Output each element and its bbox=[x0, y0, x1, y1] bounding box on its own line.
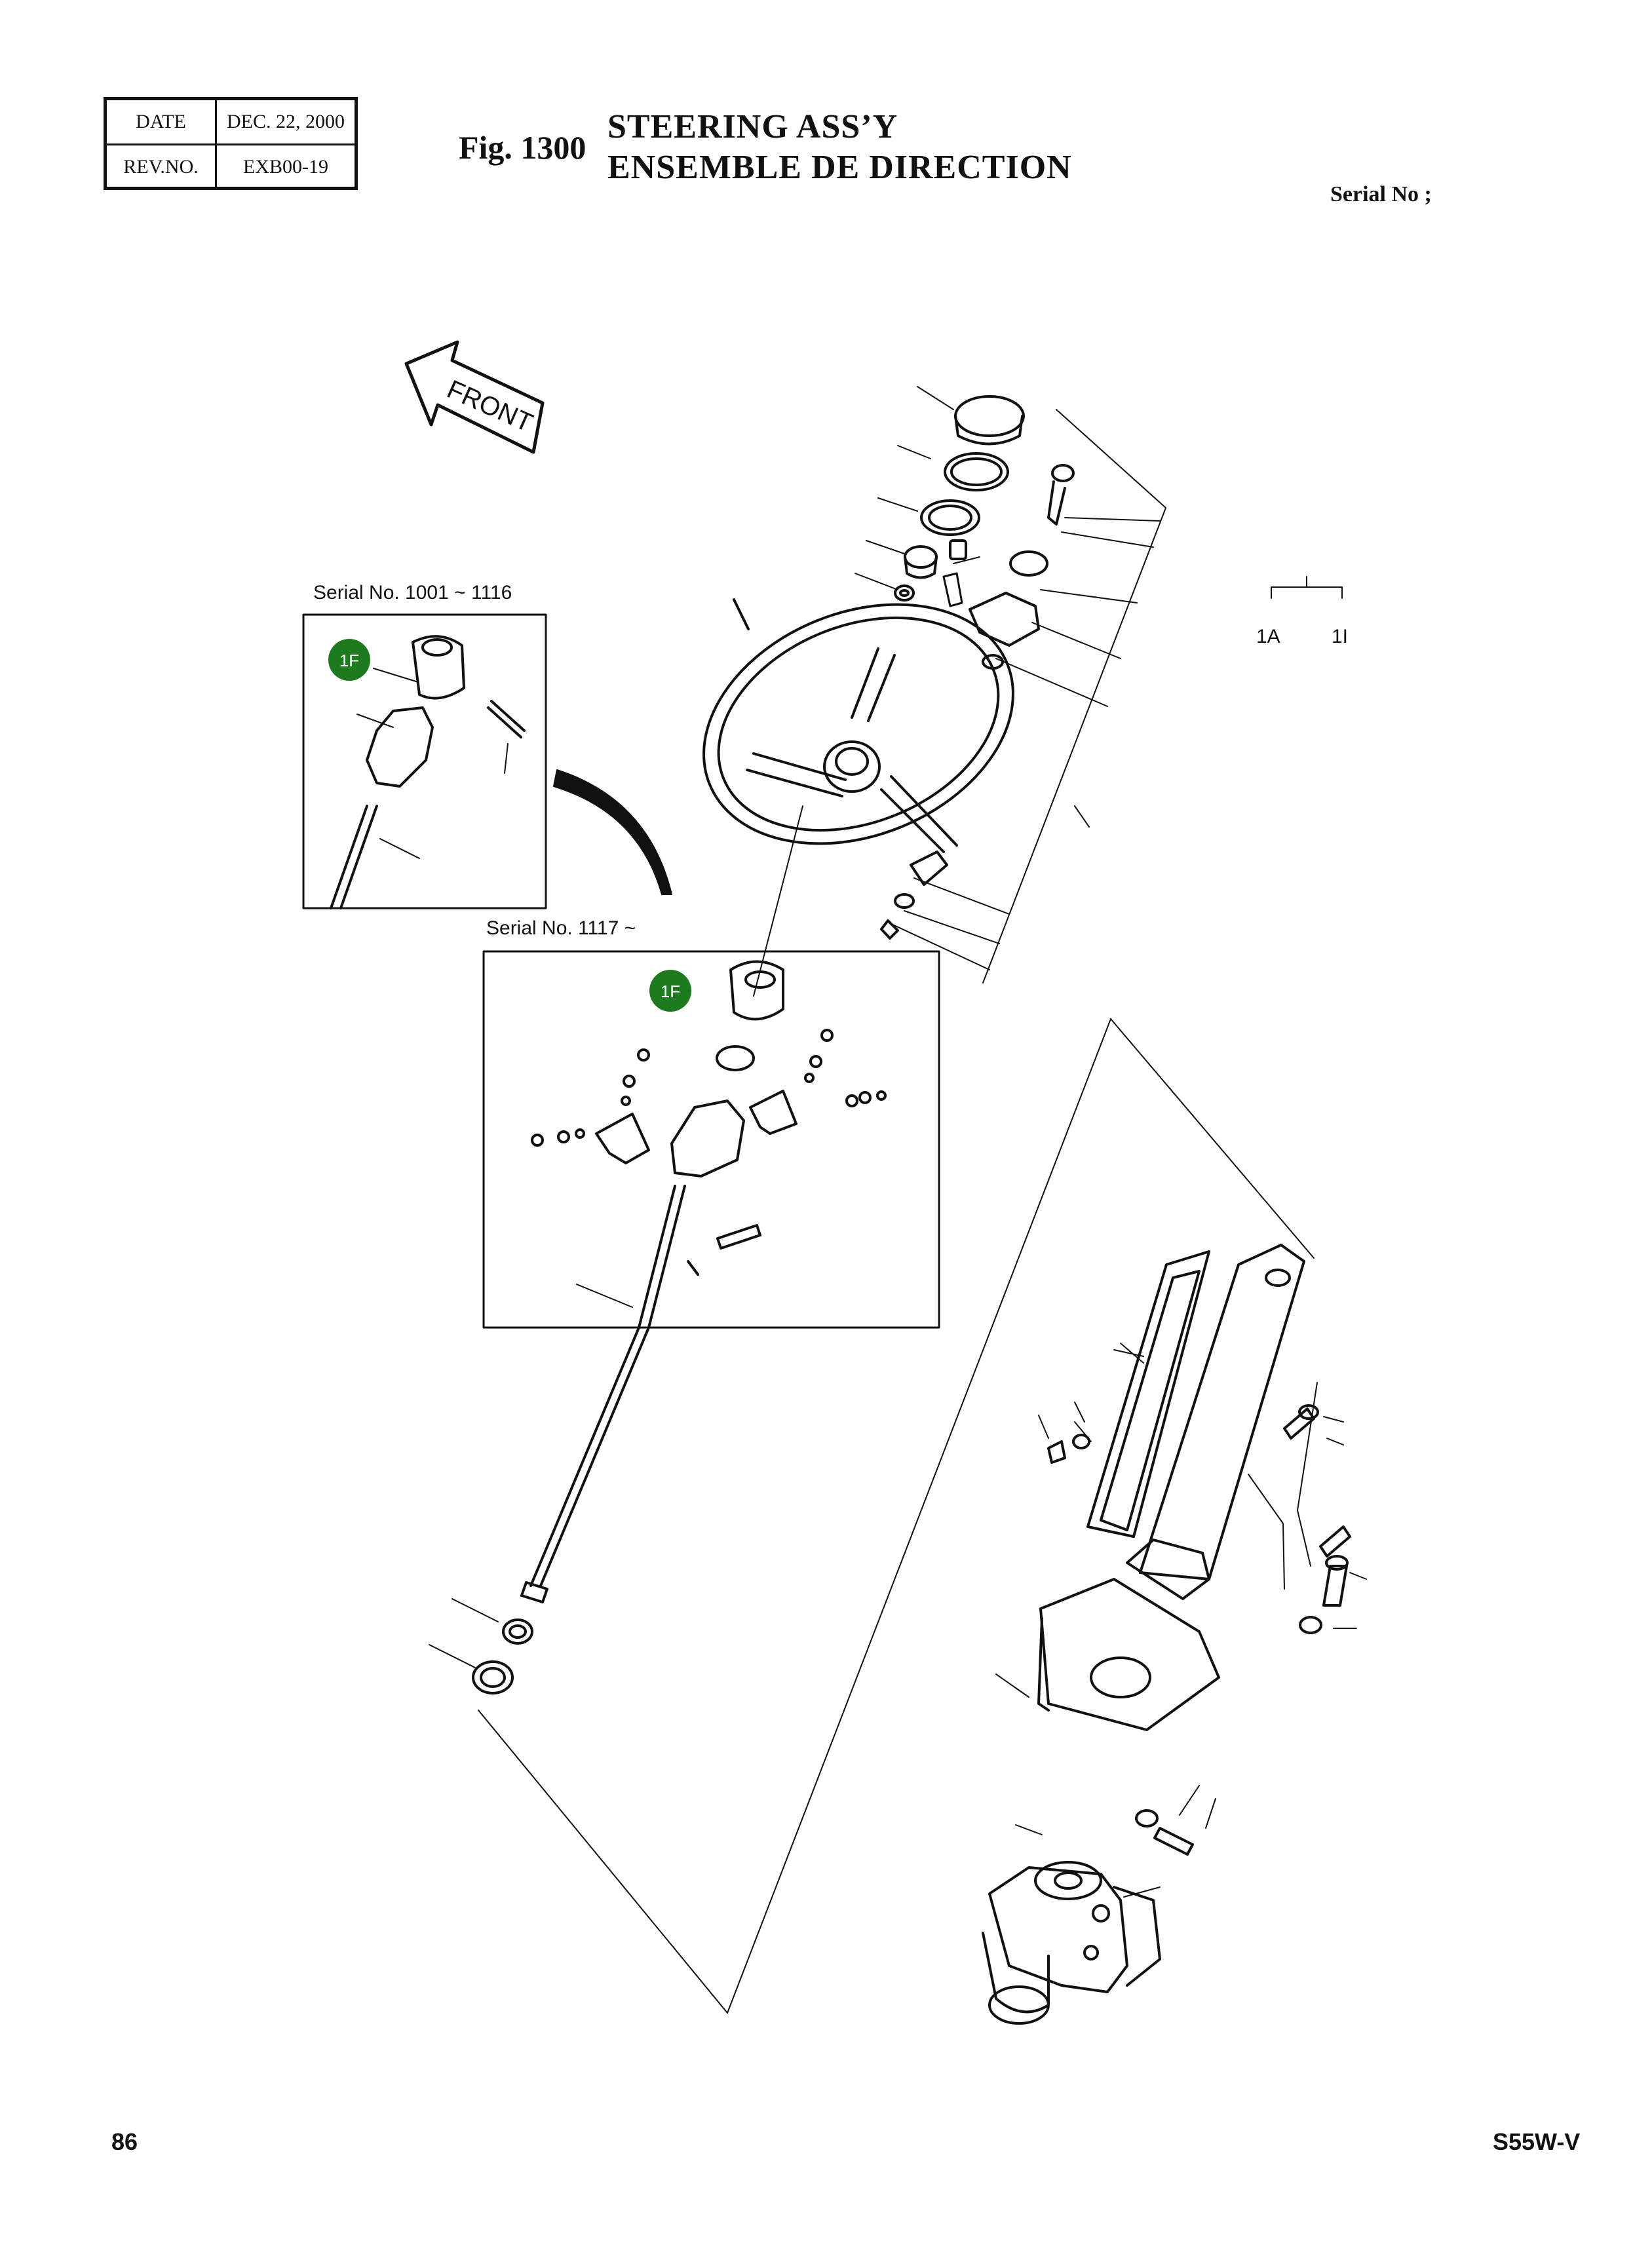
mounting-bolts bbox=[1047, 1404, 1351, 1856]
inset-old-serial: 1F bbox=[302, 613, 547, 909]
badge-1f-old-label: 1F bbox=[339, 651, 359, 670]
front-arrow: FRONT bbox=[404, 340, 545, 454]
badge-1f-old bbox=[328, 639, 370, 681]
badge-1f-new bbox=[649, 970, 691, 1012]
revision-value: EXB00-19 bbox=[243, 156, 328, 178]
model-code: S55W-V bbox=[1493, 2128, 1581, 2155]
revision-label: REV.NO. bbox=[107, 145, 217, 189]
column-support bbox=[1037, 1244, 1305, 1731]
steering-valve bbox=[982, 1861, 1161, 2025]
leader-lines bbox=[478, 386, 1343, 2014]
legend-1i: 1I bbox=[1332, 626, 1349, 647]
steering-wheel bbox=[702, 598, 1014, 853]
legend-1a: 1A bbox=[1256, 626, 1280, 647]
date-label: DATE bbox=[107, 100, 217, 144]
revision-row: REV.NO. EXB00-19 bbox=[107, 144, 355, 189]
inset-new-serial-label: Serial No. 1117 ~ bbox=[486, 917, 636, 939]
steering-shaft bbox=[429, 1284, 650, 1694]
date-row: DATE DEC. 22, 2000 bbox=[107, 100, 355, 144]
turn-signal-parts bbox=[880, 464, 1075, 940]
badge-1f-new-label: 1F bbox=[661, 982, 680, 1001]
page-number: 86 bbox=[111, 2128, 138, 2155]
serial-heading: Serial No ; bbox=[1330, 182, 1432, 206]
callout-ticks bbox=[995, 1343, 1367, 1835]
title-french: ENSEMBLE DE DIRECTION bbox=[607, 149, 1072, 186]
transition-arrow bbox=[553, 769, 672, 895]
inset-old-serial-label: Serial No. 1001 ~ 1116 bbox=[313, 582, 512, 603]
inset-new-serial: 1F bbox=[482, 950, 940, 1329]
horn-cap-stack bbox=[894, 395, 1025, 602]
figure-number: Fig. 1300 bbox=[459, 129, 586, 166]
date-value: DEC. 22, 2000 bbox=[227, 111, 345, 132]
revision-table: DATE DEC. 22, 2000 REV.NO. EXB00-19 bbox=[104, 97, 358, 190]
title-english: STEERING ASS’Y bbox=[607, 108, 898, 145]
